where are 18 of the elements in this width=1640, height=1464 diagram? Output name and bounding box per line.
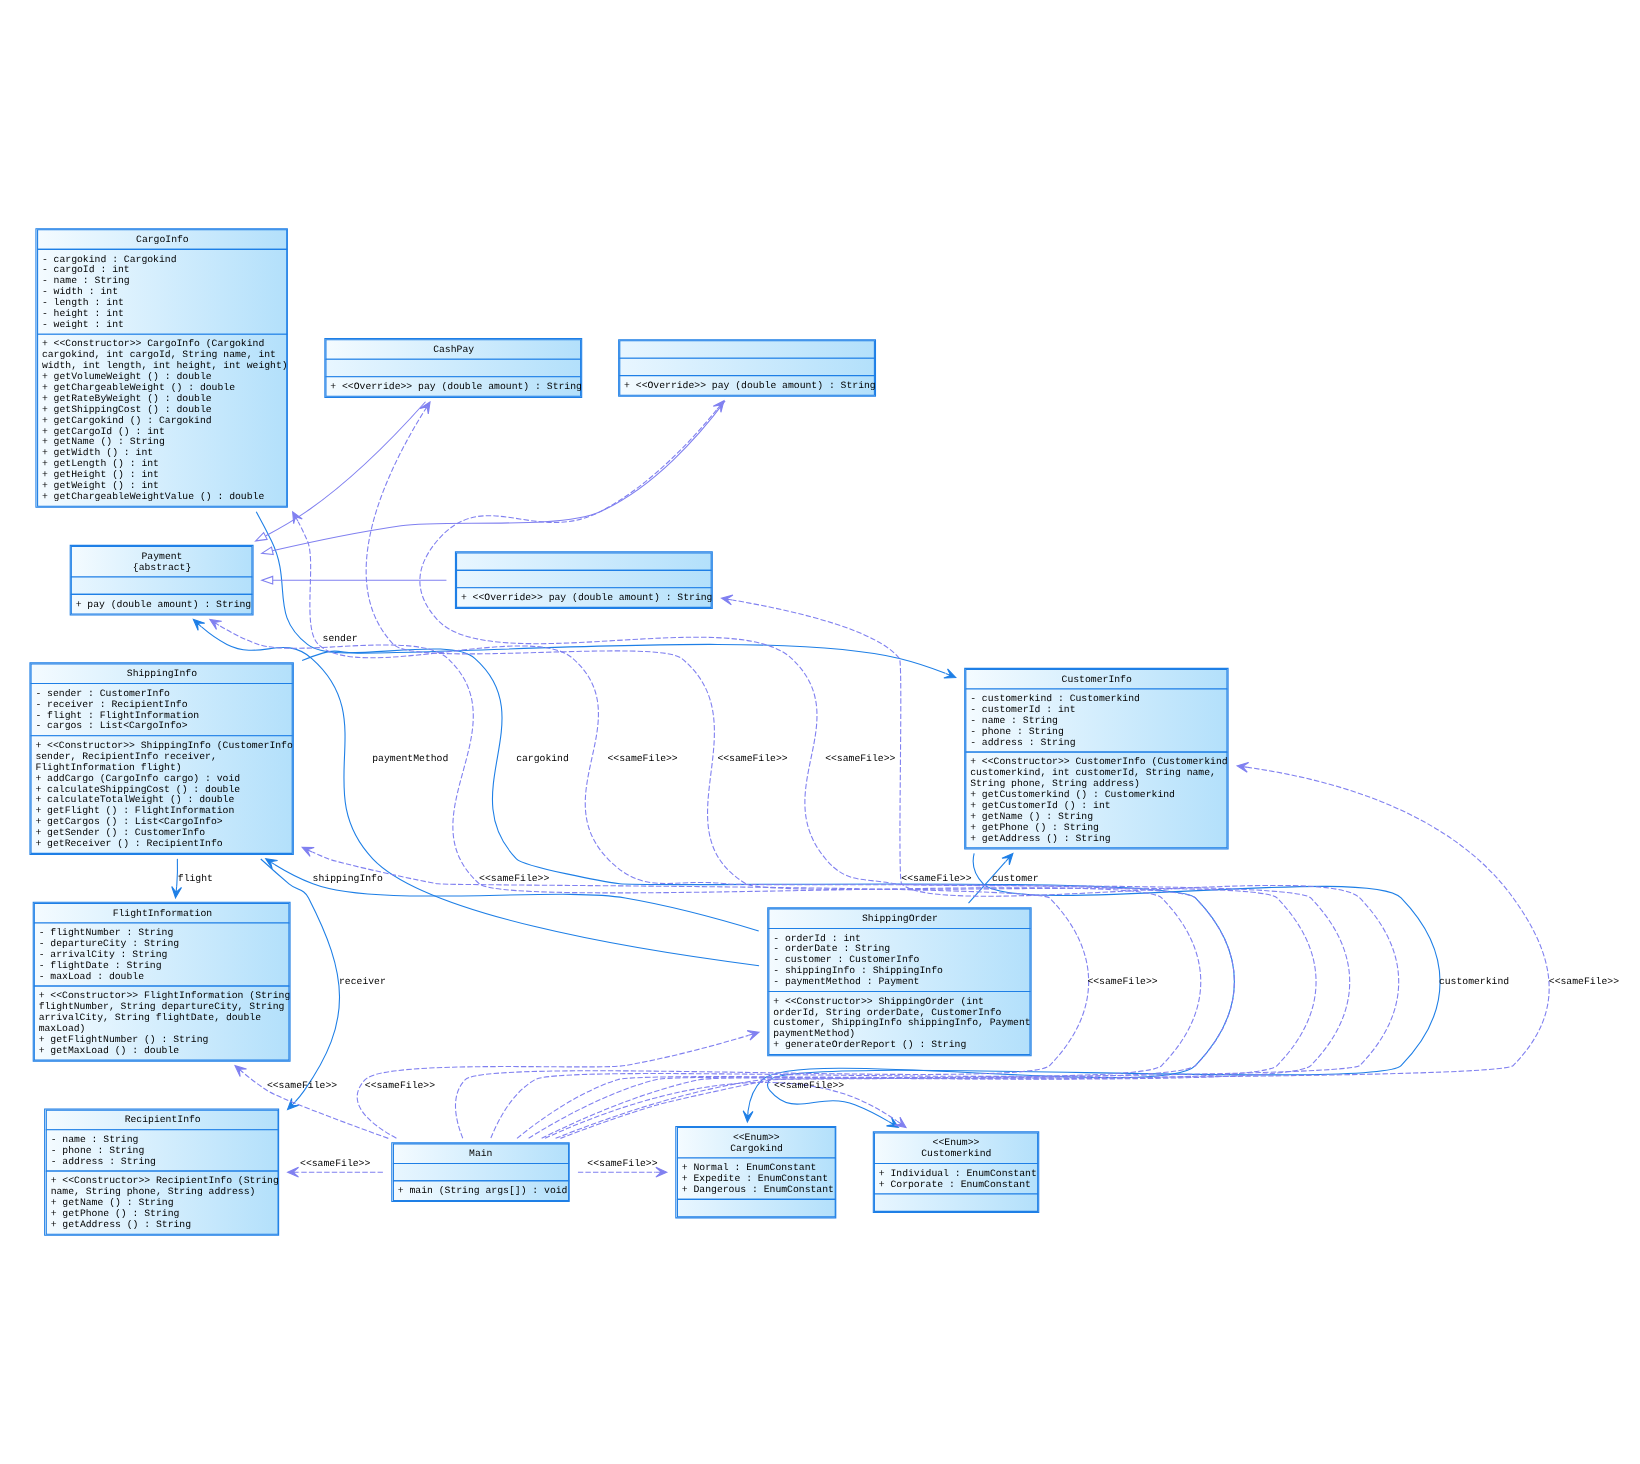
arrow <box>260 400 726 556</box>
arrow <box>287 1166 384 1178</box>
arrow <box>356 1030 760 1139</box>
arrow <box>967 852 1014 904</box>
arrow <box>171 858 183 899</box>
arrow <box>301 846 1090 1139</box>
arrow <box>577 1166 668 1178</box>
arrow <box>254 401 427 542</box>
arrow <box>260 575 447 585</box>
arrow <box>544 1081 907 1139</box>
arrow <box>234 1065 389 1139</box>
arrow <box>192 618 760 967</box>
arrow <box>265 858 760 932</box>
arrow <box>559 761 1550 1139</box>
arrow <box>209 618 1202 1139</box>
arrow <box>555 594 1400 1139</box>
arrow <box>301 643 957 679</box>
arrow <box>260 858 341 1111</box>
